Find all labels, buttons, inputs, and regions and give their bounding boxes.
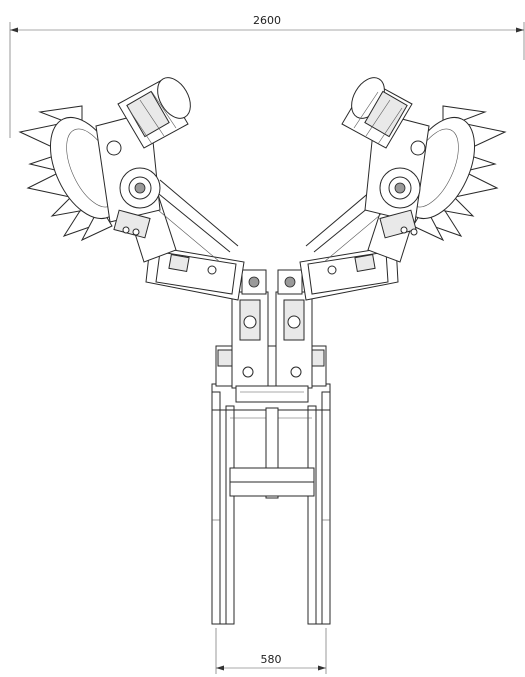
- right-cutting-head: [341, 77, 507, 242]
- base-width-label: 580: [261, 653, 282, 666]
- overall-width-dimension: 2600: [9, 14, 525, 138]
- center-mast: [215, 269, 327, 403]
- overall-width-label: 2600: [253, 14, 281, 27]
- chassis-frame: [211, 383, 331, 625]
- base-width-dimension: 580: [215, 628, 327, 674]
- left-cutting-head: [18, 77, 191, 242]
